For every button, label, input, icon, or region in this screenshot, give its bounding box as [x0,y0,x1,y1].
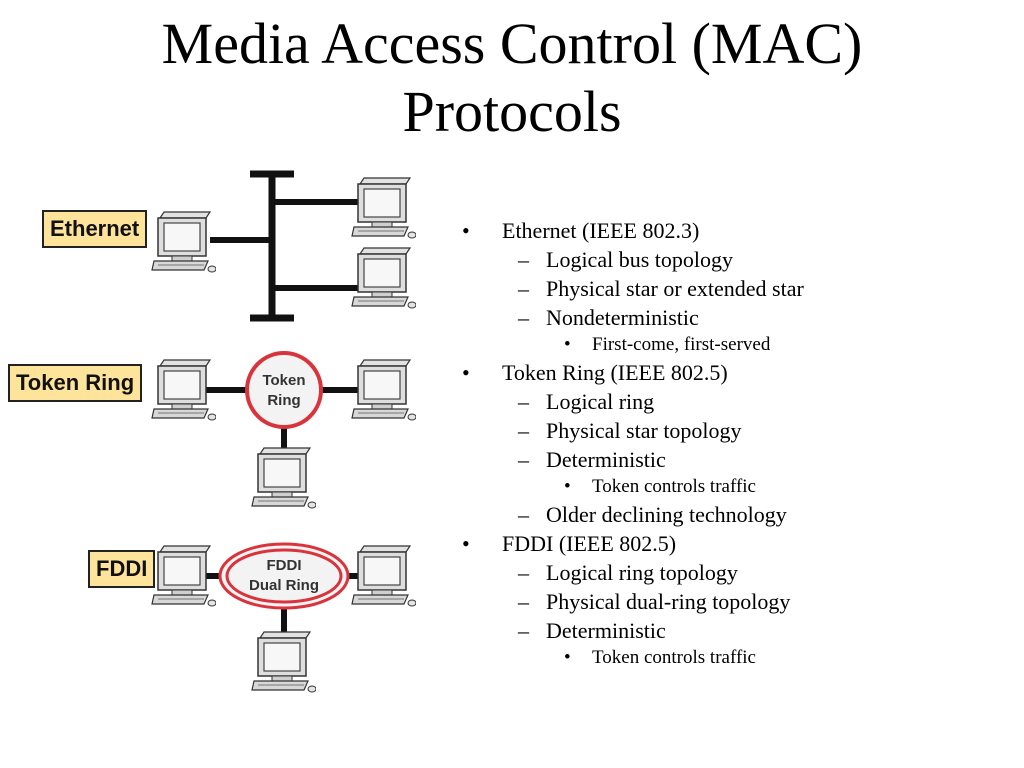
bullet-item-level-2: –Logical bus topology [462,245,1002,274]
ethernet-pc-bottom-icon [351,247,416,309]
bullet-marker: – [518,502,529,527]
ethernet-label: Ethernet [42,210,148,248]
bullet-marker: – [518,589,529,614]
bullet-marker: – [518,276,529,301]
slide-title: Media Access Control (MAC) Protocols [0,10,1024,146]
bullet-item-level-3: • Token controls traffic [462,474,1002,500]
bullet-marker: – [518,618,529,643]
bullet-text: FDDI (IEEE 802.5) [502,531,677,556]
bullet-item-level-3: • Token controls traffic [462,645,1002,671]
fddi-label: FDDI [88,550,156,588]
fddi-pc-bottom-icon [251,631,316,693]
bullet-item-level-1: • FDDI (IEEE 802.5) [462,529,1002,558]
bullet-item-level-2: –Deterministic [462,445,1002,474]
bullet-text: Physical star topology [546,418,742,443]
bullet-marker: – [518,305,529,330]
fddi-center-line1: FDDI [267,557,302,574]
bullet-text: Ethernet (IEEE 802.3) [502,218,700,243]
bullet-text: Token Ring (IEEE 802.5) [502,360,728,385]
bullet-list: •Ethernet (IEEE 802.3)–Logical bus topol… [462,216,1002,671]
bullet-item-level-1: • Token Ring (IEEE 802.5) [462,358,1002,387]
bullet-item-level-2: –Nondeterministic [462,303,1002,332]
bullet-item-level-2: –Older declining technology [462,500,1002,529]
token-ring-center-line2: Ring [267,392,300,409]
bullet-text: Nondeterministic [546,305,699,330]
bullet-text: Deterministic [546,618,666,643]
bullet-text: Logical ring topology [546,560,738,585]
title-line-2: Protocols [402,79,622,144]
bullet-text: Logical bus topology [546,247,733,272]
bullet-text: Token controls traffic [592,647,756,668]
bullet-marker: – [518,247,529,272]
title-line-1: Media Access Control (MAC) [161,11,863,76]
ethernet-bus-segment [210,170,358,322]
fddi-center-line2: Dual Ring [249,577,319,594]
token-ring-pc-bottom-icon [251,447,316,509]
bullet-item-level-2: –Physical dual-ring topology [462,587,1002,616]
bullet-marker: • [564,647,571,668]
bullet-marker: • [564,476,571,497]
network-topology-diagram: Token Ring FDDI Dual Ring Ethernet Token… [0,160,450,720]
bullet-text: Physical star or extended star [546,276,804,301]
fddi-pc-left-icon [151,545,216,607]
bullet-item-level-2: –Physical star topology [462,416,1002,445]
token-ring-links [206,387,358,450]
token-ring-label: Token Ring [8,364,143,402]
bullet-text: Older declining technology [546,502,787,527]
bullet-item-level-2: –Logical ring [462,387,1002,416]
bullet-marker: – [518,389,529,414]
bullet-marker: – [518,447,529,472]
fddi-outer-ring [218,542,350,610]
bullet-item-level-2: –Logical ring topology [462,558,1002,587]
fddi-inner-ring [225,548,343,604]
bullet-item-level-2: –Deterministic [462,616,1002,645]
token-ring-pc-right-icon [351,359,416,421]
fddi-pc-right-icon [351,545,416,607]
bullet-marker: • [564,334,571,355]
bullet-marker: – [518,418,529,443]
token-ring-circle [245,351,323,429]
token-ring-center-line1: Token [262,372,305,389]
bullet-marker: • [462,531,470,556]
bullet-text: Deterministic [546,447,666,472]
ethernet-pc-left-icon [151,211,216,273]
bullet-text: Physical dual-ring topology [546,589,791,614]
topology-drawing: Token Ring FDDI Dual Ring [151,170,416,693]
bullet-marker: • [462,218,470,243]
bullet-marker: – [518,560,529,585]
bullet-text: Token controls traffic [592,476,756,497]
bullet-marker: • [462,360,470,385]
bullet-item-level-1: • Ethernet (IEEE 802.3) [462,216,1002,245]
ethernet-pc-top-icon [351,177,416,239]
token-ring-pc-left-icon [151,359,216,421]
bullet-text: Logical ring [546,389,655,414]
bullet-item-level-2: –Physical star or extended star [462,274,1002,303]
bullet-text: First-come, first-served [592,334,771,355]
bullet-item-level-3: • First-come, first-served [462,332,1002,358]
